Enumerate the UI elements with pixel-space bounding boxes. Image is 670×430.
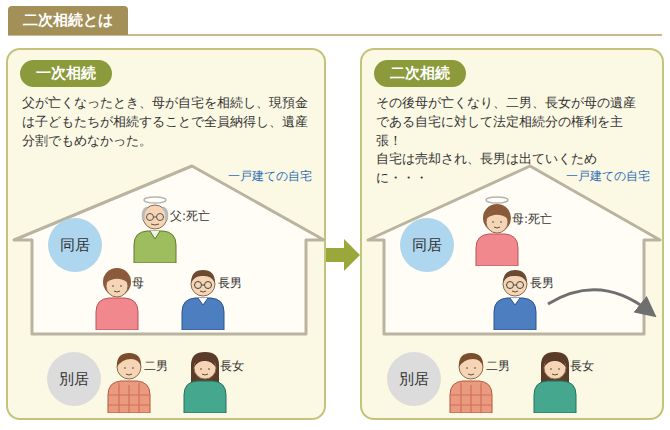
node-label: 別居: [399, 370, 429, 389]
person-label: 長男: [530, 276, 554, 290]
second-son-figure: [108, 353, 150, 413]
stage-panel: その後母が亡くなり、二男、長女が母の遺産である自宅に対して法定相続分の権利を主張…: [360, 48, 664, 420]
eldest-son-figure: [182, 270, 224, 330]
node-label: 同居: [412, 236, 442, 255]
cohabit-circle: 同居: [48, 218, 102, 272]
mother-figure: [476, 204, 518, 266]
stage-heading: 二次相続: [374, 60, 466, 87]
node-label: 二次相続: [390, 64, 450, 83]
house-line: [14, 166, 324, 334]
person-label: 長男: [218, 276, 242, 290]
daughter-figure: [534, 352, 576, 413]
separate-circle: 別居: [387, 352, 441, 406]
person-label: 父:死亡: [170, 209, 210, 223]
stage-heading: 一次相続: [20, 60, 112, 87]
eldest-son-figure: [494, 270, 536, 330]
house-line: [368, 166, 660, 334]
flow-arrow: [326, 239, 360, 271]
title-text: 二次相続とは: [23, 11, 113, 30]
father-figure: [134, 197, 176, 263]
title-tab: 二次相続とは: [8, 6, 128, 35]
node-label: 同居: [60, 236, 90, 255]
node-label: 別居: [59, 370, 89, 389]
person-label: 長女: [570, 359, 594, 373]
separate-circle: 別居: [47, 352, 101, 406]
person-label: 二男: [486, 359, 510, 373]
house-label: 一戸建ての自宅: [228, 168, 312, 185]
leaving-arrow: [548, 290, 650, 312]
daughter-figure: [184, 352, 226, 413]
person-label: 母:死亡: [512, 212, 552, 226]
person-label: 長女: [220, 359, 244, 373]
body-text: その後母が亡くなり、二男、長女が母の遺産である自宅に対して法定相続分の権利を主張…: [362, 94, 662, 150]
second-son-figure: [450, 353, 492, 413]
person-label: 母: [132, 276, 144, 290]
person-label: 二男: [144, 359, 168, 373]
house-label: 一戸建ての自宅: [566, 168, 650, 185]
node-label: 一次相続: [36, 64, 96, 83]
halo: [486, 197, 508, 203]
body-text: 父が亡くなったとき、母が自宅を相続し、現預金は子どもたちが相続することで全員納得…: [8, 94, 324, 150]
cohabit-circle: 同居: [400, 218, 454, 272]
mother-figure: [96, 268, 138, 330]
